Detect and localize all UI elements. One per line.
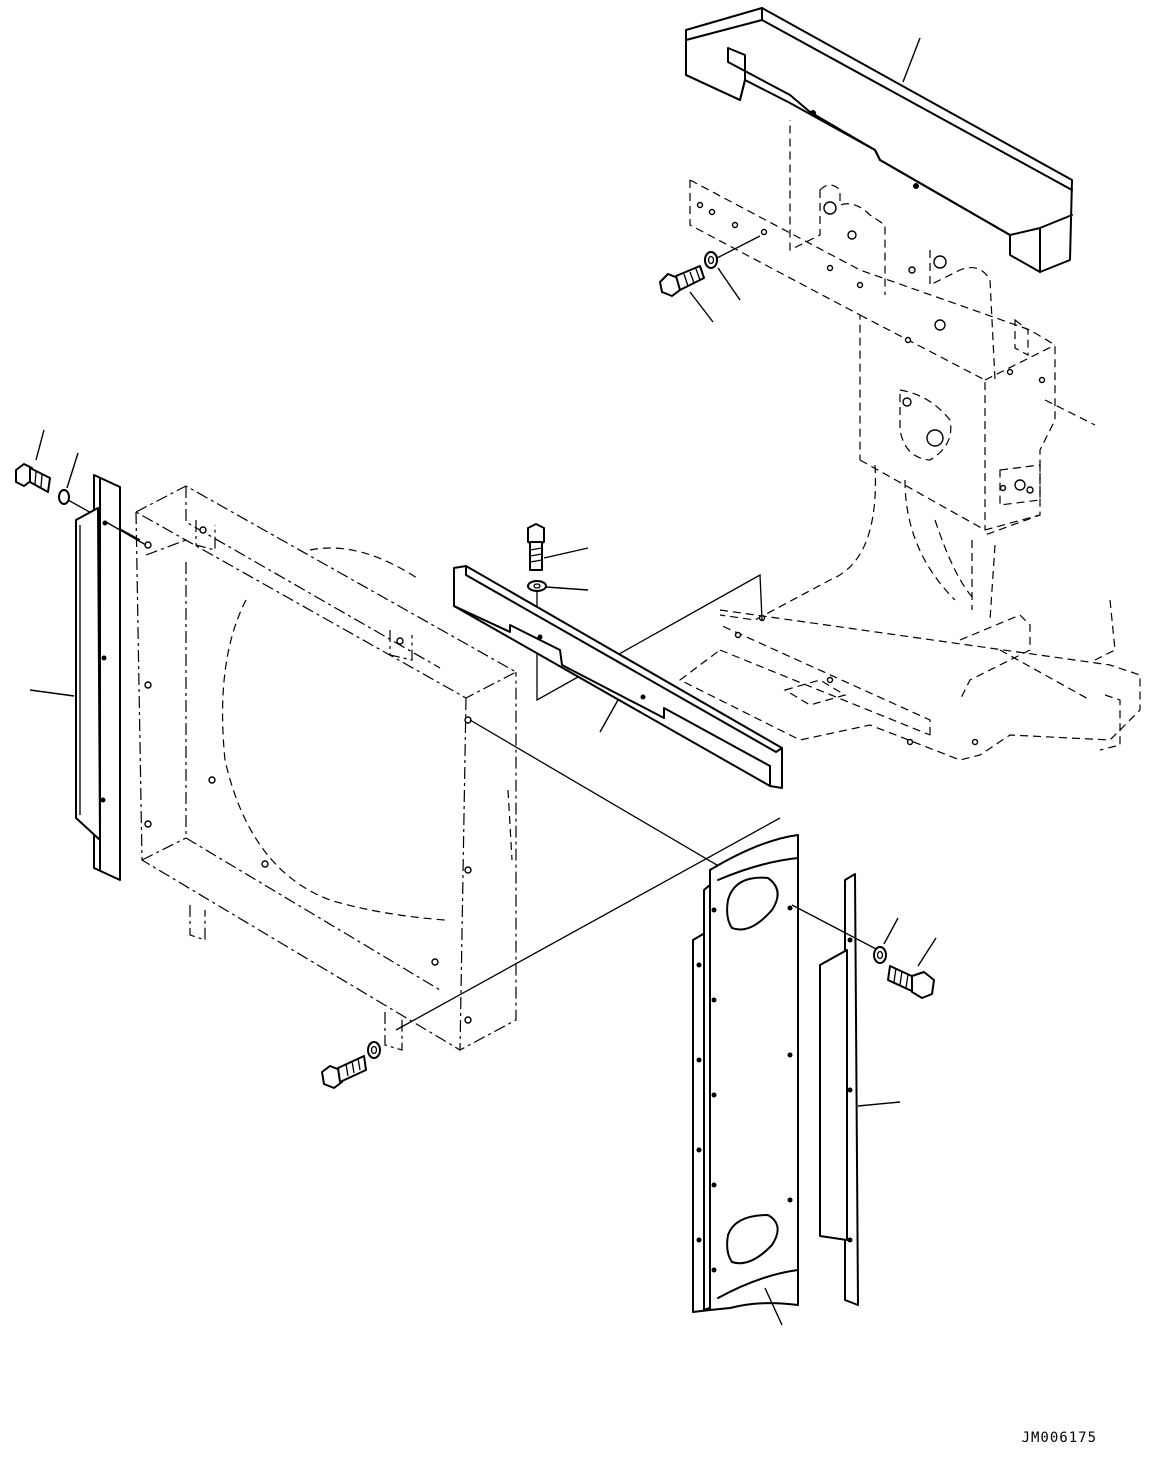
fan-shroud: [105, 485, 786, 1052]
bolt-bottom: [321, 1055, 367, 1089]
bolt-top: [659, 265, 714, 323]
bolt-left: [15, 429, 51, 493]
left-seal-plate: [29, 474, 121, 881]
right-shroud-panel: [692, 834, 799, 1326]
center-bracket-plate: [453, 565, 783, 789]
drawing-id-label: JM006175: [1021, 1430, 1097, 1446]
washer-top: [704, 235, 761, 301]
leader-line-top-cover: [902, 37, 921, 83]
washer-right: [873, 917, 899, 964]
radiator-frame: [678, 120, 1141, 761]
top-cover-block: [685, 7, 1073, 273]
right-seal-strip: [791, 873, 901, 1306]
bolt-center: [527, 523, 589, 571]
bolt-right: [887, 937, 937, 999]
washer-bottom: [367, 1041, 381, 1059]
